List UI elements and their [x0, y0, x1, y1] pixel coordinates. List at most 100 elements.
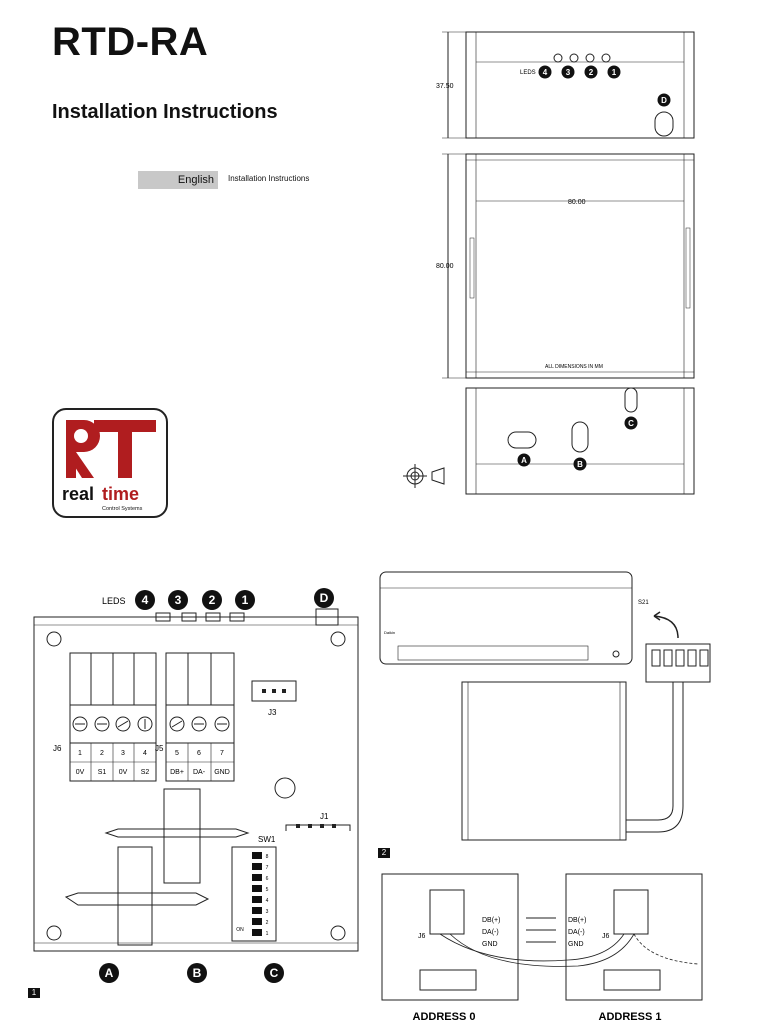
j6-pin-name: S2: [141, 769, 150, 776]
j5-pin: 5: [175, 750, 179, 757]
front-led-1: 1: [612, 68, 617, 77]
j6-label-right: J6: [602, 933, 610, 940]
switch-number: 7: [266, 865, 269, 871]
unit-address-1: [565, 873, 703, 1001]
rtd-unit: [461, 681, 627, 841]
address-1-label: ADDRESS 1: [599, 1011, 662, 1023]
brand-tagline: Control Systems: [102, 506, 143, 512]
front-view-outline: [465, 31, 695, 139]
dim-height: 37.50: [436, 83, 454, 90]
aircon-brand: Daikin: [384, 630, 395, 635]
board-leds-label: LEDS: [102, 596, 126, 606]
mount-hole-a: [507, 431, 537, 449]
switch-number: 3: [266, 909, 269, 915]
mount-hole: [330, 631, 346, 647]
j1-label: J1: [320, 812, 329, 821]
j5-label: J5: [155, 744, 164, 753]
board-callout-b: B: [193, 966, 202, 980]
realtime-logo: real time Control Systems: [52, 408, 168, 518]
board-led-4: 4: [142, 593, 149, 607]
led-hole: [553, 53, 563, 63]
signal-right: DA(-): [568, 929, 585, 936]
switch-number: 8: [266, 854, 269, 860]
board-led-3: 3: [175, 593, 182, 607]
bottom-view-outline: [465, 387, 695, 495]
j5-pin-name: DA-: [193, 769, 206, 776]
aircon-unit: [379, 571, 633, 665]
aircon-connection-diagram: Daikin S21: [379, 571, 711, 841]
front-led-4: 4: [543, 68, 548, 77]
bottom-callout-c: C: [628, 419, 634, 428]
j5-pin: 6: [197, 750, 201, 757]
j6-label-left: J6: [418, 933, 426, 940]
s21-connector: [645, 643, 711, 683]
sw1-dip-switch: [231, 846, 277, 942]
dim-note: ALL DIMENSIONS IN MM: [545, 364, 603, 370]
board-callout-d: D: [320, 591, 329, 605]
cable-slot-d: [315, 608, 339, 626]
figure-1-badge: 1: [28, 988, 40, 998]
switch-number: 6: [266, 876, 269, 882]
board-led-1: 1: [242, 593, 249, 607]
bottom-callout-a: A: [521, 456, 527, 465]
front-callout-d: D: [661, 96, 667, 105]
address-0-label: ADDRESS 0: [413, 1011, 476, 1023]
board-callout-c: C: [270, 966, 279, 980]
led-hole: [569, 53, 579, 63]
bottom-callout-b: B: [577, 460, 583, 469]
board-hole: [274, 777, 296, 799]
brand-real: real: [62, 484, 94, 504]
switch-number: 4: [266, 898, 269, 904]
j6-pin: 3: [121, 750, 125, 757]
board-diagram: 8 7 6 5 4 3 2 1 ON LEDS 4 3 2 1 D A B C …: [33, 588, 359, 983]
j6-label: J6: [53, 744, 62, 753]
switch-number: 2: [266, 920, 269, 926]
connector-cable: [626, 682, 674, 821]
unit-address-0: [381, 873, 519, 1001]
j6-pin-name: 0V: [76, 769, 85, 776]
probe-arrow: [104, 828, 250, 838]
s21-label: S21: [638, 600, 649, 606]
language-doc-link[interactable]: Installation Instructions: [228, 174, 310, 183]
sw1-label: SW1: [258, 835, 276, 844]
signal-left: DA(-): [482, 929, 499, 936]
signal-right: GND: [568, 941, 584, 948]
board-callout-a: A: [105, 966, 114, 980]
board-led-2: 2: [209, 593, 216, 607]
network-wiring-diagram: DB(+) DA(-) GND DB(+) DA(-) GND J6 J6 AD…: [381, 873, 703, 1023]
j1-connector: [285, 824, 351, 831]
signal-left: DB(+): [482, 917, 500, 924]
j6-pin-name: 0V: [119, 769, 128, 776]
mount-hole-b: [571, 421, 589, 453]
dimension-drawings: LEDS 4 3 2 1 D A B C 37.50 80.00 80.00 A…: [403, 31, 695, 495]
dim-depth: 80.00: [436, 263, 454, 270]
language-tab[interactable]: English: [138, 171, 218, 189]
mount-hole: [46, 631, 62, 647]
document-title: RTD-RA: [52, 20, 209, 64]
document-subtitle: Installation Instructions: [52, 101, 278, 123]
j6-pin: 4: [143, 750, 147, 757]
top-view-outline: [465, 153, 695, 379]
led-hole: [585, 53, 595, 63]
j6-pin: 2: [100, 750, 104, 757]
realtime-logo-graphic: real time Control Systems: [62, 420, 156, 512]
j5-pin-name: DB+: [170, 769, 184, 776]
signal-left: GND: [482, 941, 498, 948]
cable-slot-d: [654, 111, 674, 137]
switch-number: 1: [266, 931, 269, 937]
j3-label: J3: [268, 708, 277, 717]
mount-hole-c: [624, 387, 638, 413]
j3-connector: [251, 680, 297, 702]
dim-width: 80.00: [568, 199, 586, 206]
mount-hole: [330, 925, 346, 941]
j6-pin: 1: [78, 750, 82, 757]
signal-right: DB(+): [568, 917, 586, 924]
brand-time: time: [102, 484, 139, 504]
mount-hole: [46, 925, 62, 941]
switch-on-label: ON: [236, 927, 244, 933]
led-hole: [601, 53, 611, 63]
figure-2-badge: 2: [378, 848, 390, 858]
front-led-2: 2: [589, 68, 594, 77]
sensor-probe: [163, 788, 201, 884]
board-outline: [33, 616, 359, 952]
